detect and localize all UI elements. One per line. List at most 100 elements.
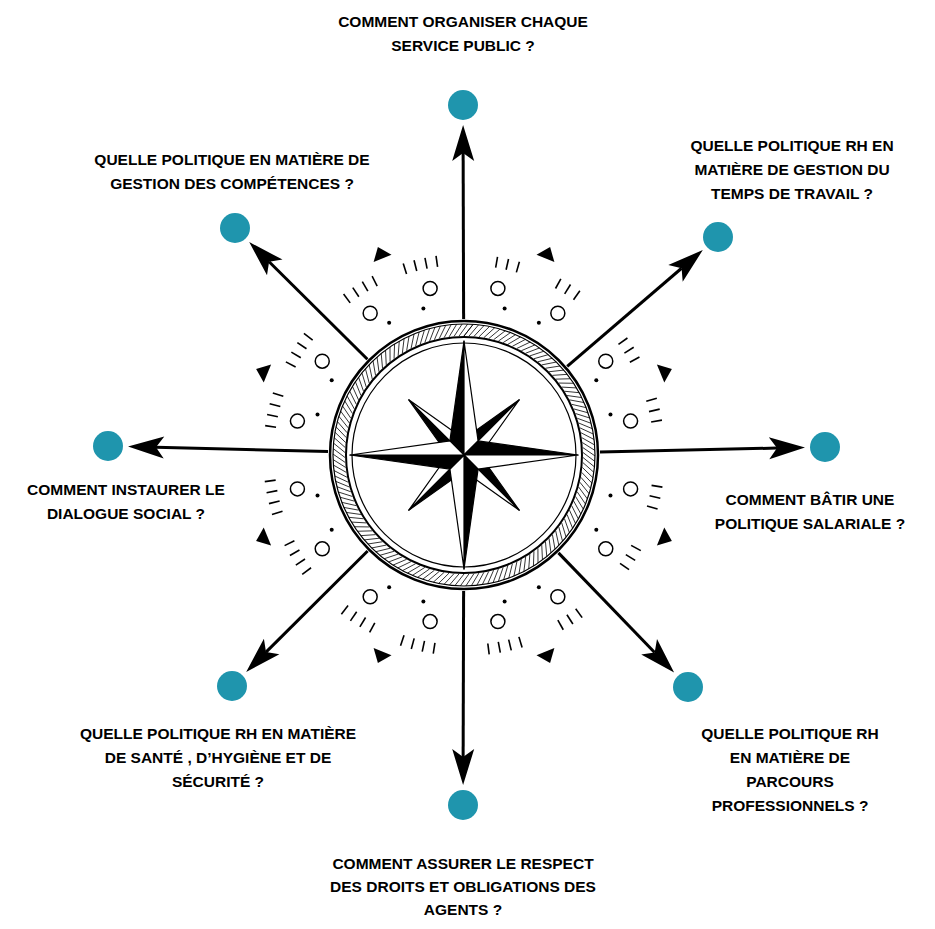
hatch-line bbox=[530, 351, 544, 356]
hatch-line bbox=[372, 545, 387, 548]
tick-mark bbox=[273, 393, 283, 396]
hatch-line bbox=[489, 329, 500, 339]
small-circle bbox=[599, 354, 613, 368]
hatch-line bbox=[583, 448, 595, 456]
hatch-line bbox=[389, 347, 390, 362]
tick-mark bbox=[414, 260, 417, 271]
tick-mark bbox=[265, 480, 276, 481]
tick-mark bbox=[370, 623, 375, 633]
arrow-shaft bbox=[156, 447, 328, 451]
hatch-line bbox=[339, 416, 348, 428]
hatch-line bbox=[471, 573, 479, 586]
tiny-dot bbox=[608, 494, 612, 498]
hatch-line bbox=[569, 400, 584, 403]
hatch-line bbox=[576, 414, 590, 418]
hatch-line bbox=[582, 443, 595, 451]
tick-mark bbox=[652, 485, 663, 487]
hatch-line bbox=[333, 460, 346, 468]
hatch-line bbox=[552, 374, 567, 375]
question-label: QUELLE POLITIQUE RH EN MATIÈRE DE SANTÉ … bbox=[77, 722, 359, 794]
small-triangle bbox=[256, 528, 271, 546]
small-triangle bbox=[657, 365, 672, 383]
hatch-line bbox=[394, 344, 396, 359]
tiny-dot bbox=[421, 307, 425, 311]
hatch-line bbox=[381, 353, 382, 368]
arrow-shaft bbox=[269, 262, 367, 359]
hatch-line bbox=[567, 396, 582, 398]
tiny-dot bbox=[421, 599, 425, 603]
hatch-line bbox=[354, 526, 369, 527]
tick-mark bbox=[556, 279, 561, 289]
hatch-line bbox=[333, 449, 345, 458]
hatch-line bbox=[559, 383, 574, 384]
hatch-line bbox=[572, 404, 586, 407]
teal-dot bbox=[220, 213, 250, 243]
small-circle bbox=[423, 615, 437, 629]
small-circle bbox=[491, 615, 505, 629]
hatch-line bbox=[484, 328, 495, 338]
hatch-line bbox=[365, 369, 369, 383]
tick-mark bbox=[436, 256, 438, 267]
star-point bbox=[350, 441, 464, 455]
hatch-line bbox=[569, 510, 575, 524]
tick-mark bbox=[344, 294, 351, 303]
arrow-shaft bbox=[558, 553, 654, 653]
arrow-head bbox=[452, 125, 474, 161]
hatch-line bbox=[388, 557, 402, 562]
tiny-dot bbox=[503, 599, 507, 603]
tiny-dot bbox=[503, 307, 507, 311]
tiny-dot bbox=[608, 412, 612, 416]
hatch-line bbox=[559, 527, 563, 541]
tick-mark bbox=[650, 496, 661, 498]
small-circle bbox=[315, 354, 329, 368]
hatch-line bbox=[398, 341, 399, 356]
hatch-line bbox=[567, 515, 573, 529]
hatch-line bbox=[455, 574, 464, 586]
tick-mark bbox=[620, 563, 629, 569]
hatch-line bbox=[529, 554, 530, 569]
small-circle bbox=[290, 414, 304, 428]
hatch-line bbox=[577, 418, 591, 423]
teal-dot bbox=[448, 90, 478, 120]
hatch-line bbox=[581, 477, 591, 488]
arrow-shaft bbox=[462, 153, 465, 319]
tick-mark bbox=[360, 618, 366, 627]
tick-mark bbox=[496, 257, 498, 268]
small-triangle bbox=[537, 247, 555, 262]
hatch-line bbox=[433, 572, 444, 582]
small-circle bbox=[624, 482, 638, 496]
arrow-head bbox=[452, 749, 474, 785]
hatch-line bbox=[361, 535, 376, 536]
tiny-dot bbox=[537, 321, 541, 325]
tick-mark bbox=[624, 347, 633, 353]
tick-mark bbox=[362, 282, 368, 291]
hatch-line bbox=[337, 487, 351, 492]
tick-mark bbox=[265, 426, 276, 428]
hatch-line bbox=[336, 427, 346, 438]
star-point bbox=[464, 341, 478, 455]
hatch-line bbox=[504, 566, 508, 580]
hatch-line bbox=[509, 564, 513, 578]
outer-ring bbox=[330, 321, 598, 589]
tick-mark bbox=[649, 409, 660, 412]
teal-dot bbox=[673, 672, 703, 702]
tick-mark bbox=[403, 263, 406, 273]
tick-mark bbox=[272, 511, 283, 514]
hatch-line bbox=[416, 332, 420, 346]
arrow-head bbox=[128, 436, 164, 458]
question-label: COMMENT ASSURER LE RESPECT DES DROITS ET… bbox=[329, 852, 597, 921]
hatch-line bbox=[538, 358, 552, 361]
hatch-line bbox=[430, 327, 435, 341]
hatch-line bbox=[420, 330, 424, 344]
hatch-line bbox=[344, 507, 359, 510]
hatch-line bbox=[579, 487, 588, 499]
tick-mark bbox=[618, 338, 627, 344]
hatch-line bbox=[340, 497, 354, 501]
tick-mark bbox=[411, 638, 414, 649]
hatch-line bbox=[369, 365, 372, 379]
teal-dot bbox=[217, 671, 247, 701]
hatch-line bbox=[333, 454, 345, 462]
hatch-line bbox=[349, 517, 364, 518]
tick-mark bbox=[350, 612, 356, 621]
hatch-line bbox=[577, 492, 585, 504]
